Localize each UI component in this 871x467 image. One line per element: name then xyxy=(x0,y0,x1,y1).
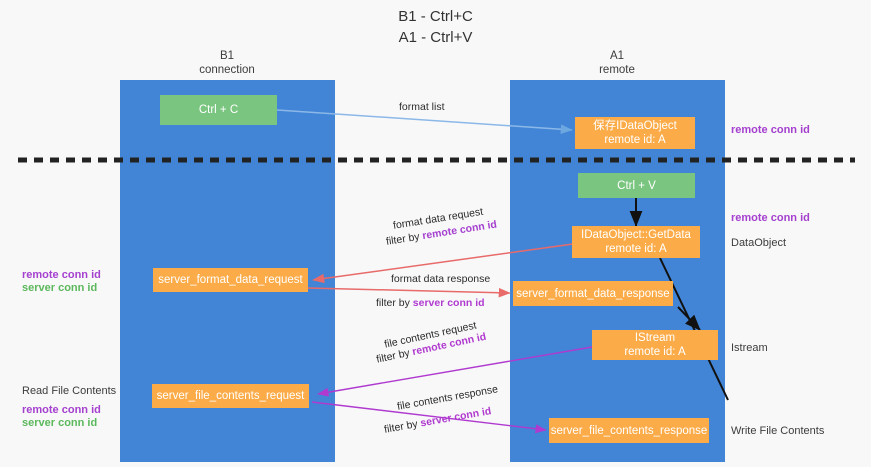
node-istream[interactable]: IStream remote id: A xyxy=(592,330,718,360)
annotation-left-server-conn-id: server conn id xyxy=(22,282,98,294)
annotation-write-file-contents: Write File Contents xyxy=(731,425,825,437)
column-header-b1-subtitle: connection xyxy=(199,63,255,76)
node-istream-line2: remote id: A xyxy=(624,346,686,358)
node-idataobject-getdata-line1: IDataObject::GetData xyxy=(581,229,691,241)
column-header-a1-subtitle: remote xyxy=(599,63,635,76)
annotation-left-remote-conn-id-2: remote conn id xyxy=(22,404,101,416)
node-ctrl-v-label: Ctrl + V xyxy=(617,179,656,192)
node-server-file-contents-request[interactable]: server_file_contents_request xyxy=(152,384,309,408)
node-save-idataobject-line2: remote id: A xyxy=(604,134,666,146)
annotation-dataobject: DataObject xyxy=(731,237,787,249)
filter-prefix: filter by xyxy=(376,297,413,309)
annotation-read-file-contents: Read File Contents xyxy=(22,385,117,397)
edge-label-format-data-response: format data response xyxy=(391,273,491,285)
column-header-b1-name: B1 xyxy=(219,50,235,62)
column-header-a1-name: A1 xyxy=(609,50,625,62)
node-save-idataobject[interactable]: 保存IDataObject remote id: A xyxy=(575,117,695,149)
annotation-istream: Istream xyxy=(731,342,768,354)
node-istream-line1: IStream xyxy=(634,332,676,344)
node-server-format-data-request-label: server_format_data_request xyxy=(158,274,303,286)
node-ctrl-c-label: Ctrl + C xyxy=(198,104,239,116)
node-idataobject-getdata-line2: remote id: A xyxy=(605,243,667,255)
column-header-a1: A1 remote xyxy=(537,50,697,77)
filter-key-server-conn-id: server conn id xyxy=(412,297,485,309)
node-ctrl-v[interactable]: Ctrl + V xyxy=(578,173,695,198)
node-server-file-contents-request-label: server_file_contents_request xyxy=(156,390,305,402)
node-server-format-data-request[interactable]: server_format_data_request xyxy=(153,268,308,292)
edge-label-format-data-response-filter: filter by server conn id xyxy=(376,296,485,311)
annotation-left-server-conn-id-2: server conn id xyxy=(22,417,98,429)
node-idataobject-getdata[interactable]: IDataObject::GetData remote id: A xyxy=(572,226,700,258)
node-server-file-contents-response-label: server_file_contents_response xyxy=(550,424,708,437)
edge-label-format-list: format list xyxy=(399,101,445,113)
node-save-idataobject-line1: 保存IDataObject xyxy=(593,120,677,132)
node-ctrl-c[interactable]: Ctrl + C xyxy=(160,95,277,125)
annotation-right-remote-conn-id-mid: remote conn id xyxy=(731,212,810,224)
annotation-left-remote-conn-id: remote conn id xyxy=(22,269,101,281)
column-header-b1: B1 connection xyxy=(147,50,307,77)
node-server-file-contents-response[interactable]: server_file_contents_response xyxy=(549,418,709,443)
page-title: B1 - Ctrl+C A1 - Ctrl+V xyxy=(398,8,473,46)
node-server-format-data-response[interactable]: server_format_data_response xyxy=(513,281,673,306)
annotation-right-remote-conn-id-top: remote conn id xyxy=(731,124,810,136)
node-server-format-data-response-label: server_format_data_response xyxy=(516,287,670,300)
